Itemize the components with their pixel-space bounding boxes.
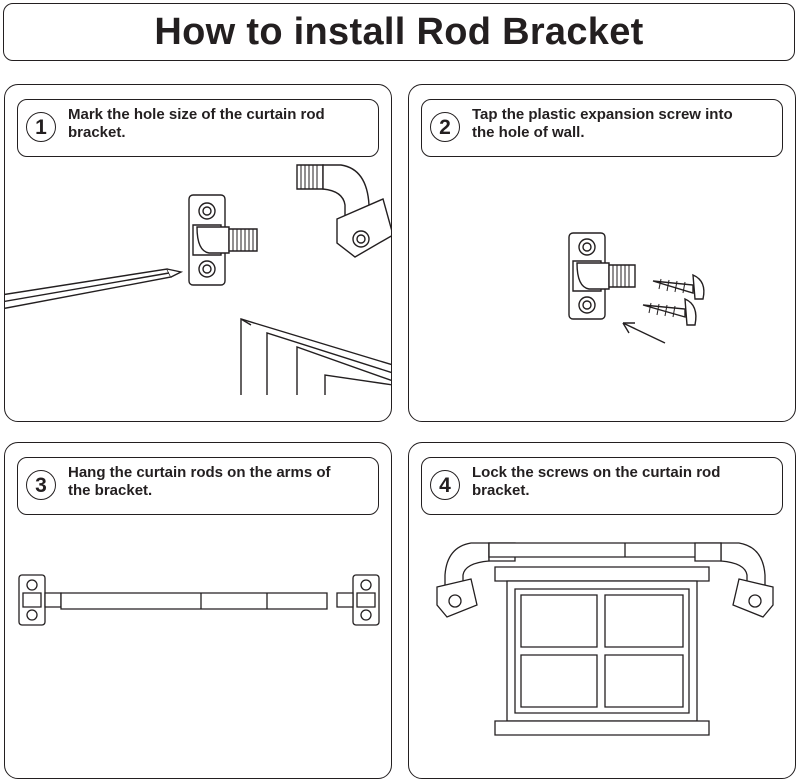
step-3-illustration (5, 443, 392, 779)
elbow-bracket-icon (695, 543, 773, 617)
screw-icon (643, 299, 696, 325)
pencil-icon (5, 269, 181, 309)
step-4-caption: 4 Lock the screws on the curtain rod bra… (421, 457, 783, 515)
bracket-icon (569, 233, 635, 319)
step-text-4: Lock the screws on the curtain rod brack… (472, 464, 721, 499)
step-panel-2: 2 Tap the plastic expansion screw into t… (408, 84, 796, 422)
page-title: How to install Rod Bracket (154, 10, 644, 53)
step-panel-3: 3 Hang the curtain rods on the arms of t… (4, 442, 392, 779)
step-number-4: 4 (430, 470, 460, 500)
title-banner: How to install Rod Bracket (3, 3, 795, 61)
window-icon (495, 567, 709, 735)
step-1-illustration (5, 85, 392, 422)
step-2-illustration (409, 85, 796, 422)
step-text-3: Hang the curtain rods on the arms of the… (68, 464, 331, 499)
curtain-rod-icon (489, 543, 721, 557)
step-number-2: 2 (430, 112, 460, 142)
step-number-1: 1 (26, 112, 56, 142)
step-text-1: Mark the hole size of the curtain rod br… (68, 106, 325, 141)
screw-icon (653, 275, 704, 299)
bracket-icon (189, 195, 257, 285)
step-4-illustration (409, 443, 796, 779)
bracket-icon (337, 575, 379, 625)
step-1-caption: 1 Mark the hole size of the curtain rod … (17, 99, 379, 157)
step-text-2: Tap the plastic expansion screw into the… (472, 106, 733, 141)
step-panel-4: 4 Lock the screws on the curtain rod bra… (408, 442, 796, 779)
step-number-3: 3 (26, 470, 56, 500)
bracket-icon (19, 575, 61, 625)
arrow-icon (623, 323, 665, 343)
step-panel-1: 1 Mark the hole size of the curtain rod … (4, 84, 392, 422)
elbow-bracket-icon (297, 165, 391, 257)
step-2-caption: 2 Tap the plastic expansion screw into t… (421, 99, 783, 157)
window-frame-icon (241, 319, 392, 395)
curtain-rod-icon (61, 593, 327, 609)
step-3-caption: 3 Hang the curtain rods on the arms of t… (17, 457, 379, 515)
